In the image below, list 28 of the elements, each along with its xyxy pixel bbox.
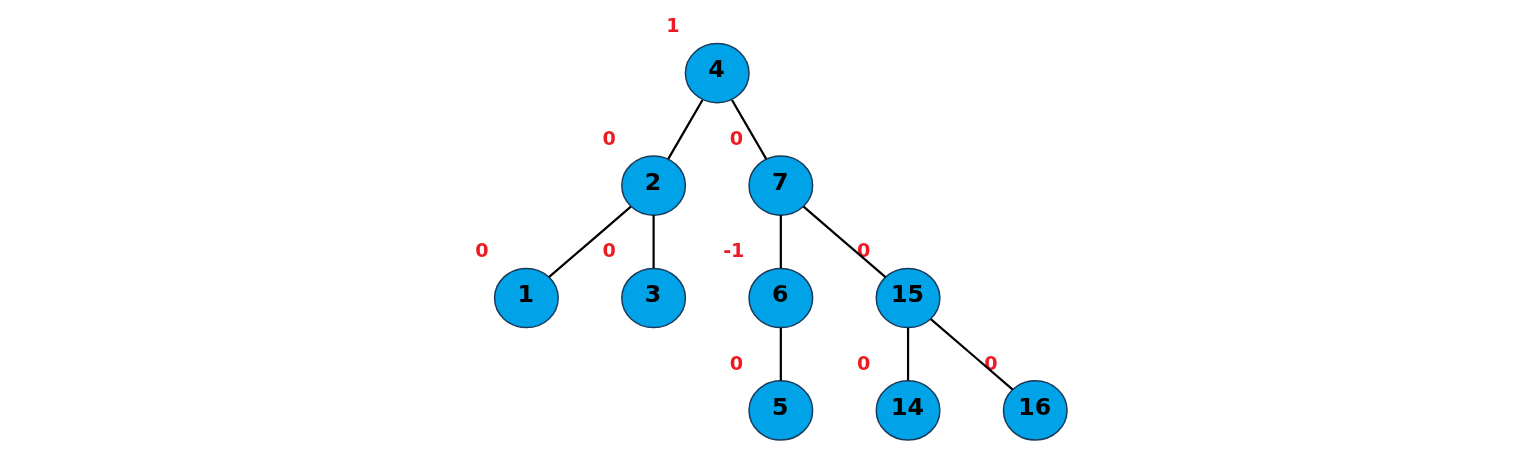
connector (779, 215, 782, 269)
connector (666, 99, 703, 160)
node-circle: 5 (747, 380, 813, 441)
node-label: 0 (856, 239, 870, 263)
node-label: 1 (665, 14, 680, 38)
node-circle: 7 (747, 155, 813, 216)
node-circle: 16 (1002, 380, 1068, 441)
node-circle: 14 (875, 380, 941, 441)
node-circle: 4 (684, 42, 750, 104)
connector (779, 327, 782, 381)
connector (802, 205, 886, 278)
node-label: 0 (729, 126, 743, 150)
node-circle: 1 (493, 267, 559, 329)
connector (547, 205, 632, 278)
node-label: 0 (856, 351, 870, 375)
connector (929, 318, 1013, 391)
node-label: -1 (722, 239, 744, 263)
node-label: 0 (602, 239, 616, 263)
node-label: 0 (474, 239, 489, 263)
connector (906, 327, 909, 381)
node-circle: 6 (747, 267, 813, 329)
connector (730, 99, 767, 160)
connector (652, 215, 655, 269)
node-circle: 3 (620, 267, 686, 329)
node-label: 0 (729, 351, 743, 375)
node-label: 0 (602, 126, 616, 150)
node-circle: 15 (875, 267, 941, 329)
node-circle: 2 (620, 155, 686, 216)
